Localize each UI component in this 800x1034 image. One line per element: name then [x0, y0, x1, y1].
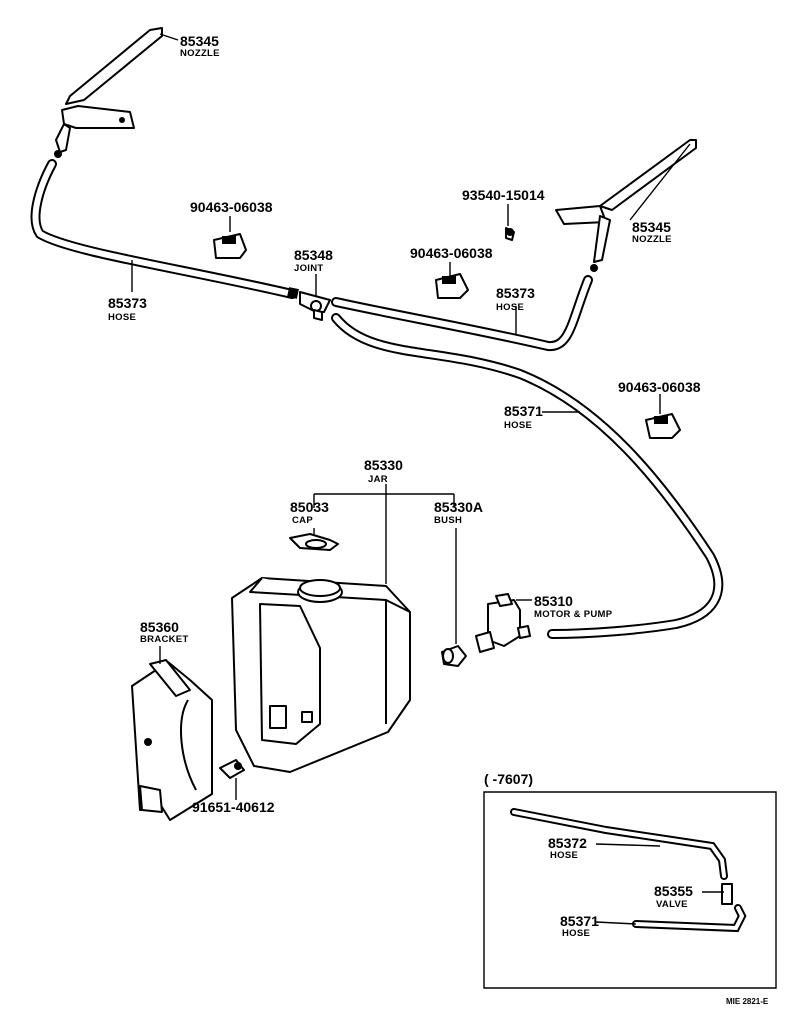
hose-85371-main: [331, 313, 724, 639]
label-nozzle-top: 85345 NOZZLE: [180, 33, 220, 59]
part-name: NOZZLE: [632, 234, 672, 245]
inset-range: ( -7607): [484, 771, 533, 787]
label-screw: 93540-15014: [462, 187, 545, 203]
label-bolt: 91651-40612: [192, 799, 275, 815]
label-hose-right: 85373 HOSE: [496, 285, 535, 313]
inset-hose2-name: HOSE: [562, 928, 590, 939]
part-name: JAR: [368, 474, 388, 485]
jar-85330: [231, 577, 411, 773]
label-nozzle-right: 85345 NOZZLE: [632, 219, 672, 245]
cap-85033: [289, 533, 339, 551]
part-name: JOINT: [294, 263, 323, 274]
bush-85330a: [441, 645, 467, 667]
nozzle-left: [54, 27, 163, 158]
bolt-91651: [219, 759, 245, 779]
inset-hose-number: 85372: [548, 835, 587, 851]
part-name: BUSH: [434, 515, 462, 526]
motor-pump-85310: [475, 593, 531, 653]
part-name: BRACKET: [140, 634, 189, 645]
label-clip-mid: 90463-06038: [410, 245, 493, 261]
label-hose-main: 85371 HOSE: [504, 403, 543, 431]
part-number: 85371: [504, 403, 543, 419]
inset-hose-name: HOSE: [550, 850, 578, 861]
label-clip-right: 90463-06038: [618, 379, 701, 395]
part-number: 91651-40612: [192, 799, 275, 815]
inset-hose2-number: 85371: [560, 913, 599, 929]
nozzle-right: [555, 139, 697, 272]
part-number: 85330A: [434, 499, 483, 515]
part-number: 85373: [108, 295, 147, 311]
clip-left: [213, 233, 247, 259]
part-number: 85033: [290, 499, 329, 515]
part-number: 85348: [294, 247, 333, 263]
clip-mid: [435, 273, 469, 299]
part-name: CAP: [292, 515, 313, 526]
part-name: HOSE: [504, 420, 532, 431]
leader-lines: [131, 33, 691, 800]
joint-85348: [299, 291, 331, 321]
inset-valve-name: VALVE: [656, 899, 688, 910]
label-clip-left: 90463-06038: [190, 199, 273, 215]
hose-85373-right: [331, 275, 593, 352]
part-number: 85373: [496, 285, 535, 301]
label-bracket: 85360 BRACKET: [140, 619, 189, 645]
part-number: 85360: [140, 619, 179, 635]
part-number: 90463-06038: [410, 245, 493, 261]
part-number: 85345: [632, 219, 671, 235]
inset-variant-box: ( -7607) 85372 HOSE 85355 VALVE 85371 HO…: [483, 771, 777, 989]
part-name: NOZZLE: [180, 48, 220, 59]
valve-85355: [721, 883, 733, 905]
part-name: HOSE: [108, 312, 136, 323]
label-joint: 85348 JOINT: [294, 247, 333, 274]
part-number: 85330: [364, 457, 403, 473]
clip-right: [645, 413, 681, 439]
part-name: HOSE: [496, 302, 524, 313]
label-cap: 85033 CAP: [290, 499, 329, 526]
hose-85373-left: [30, 159, 299, 299]
label-hose-left: 85373 HOSE: [108, 295, 147, 323]
inset-valve-number: 85355: [654, 883, 693, 899]
part-number: 85345: [180, 33, 219, 49]
label-bush: 85330A BUSH: [434, 499, 483, 526]
part-number: 90463-06038: [618, 379, 701, 395]
label-motor-pump: 85310 MOTOR & PUMP: [534, 593, 613, 620]
bracket-85360: [131, 659, 213, 821]
label-jar: 85330 JAR: [364, 457, 403, 485]
part-number: 85310: [534, 593, 573, 609]
part-name: MOTOR & PUMP: [534, 609, 613, 620]
part-number: 90463-06038: [190, 199, 273, 215]
diagram-code: MIE 2821-E: [726, 997, 769, 1006]
part-number: 93540-15014: [462, 187, 545, 203]
screw-93540: [505, 227, 515, 241]
